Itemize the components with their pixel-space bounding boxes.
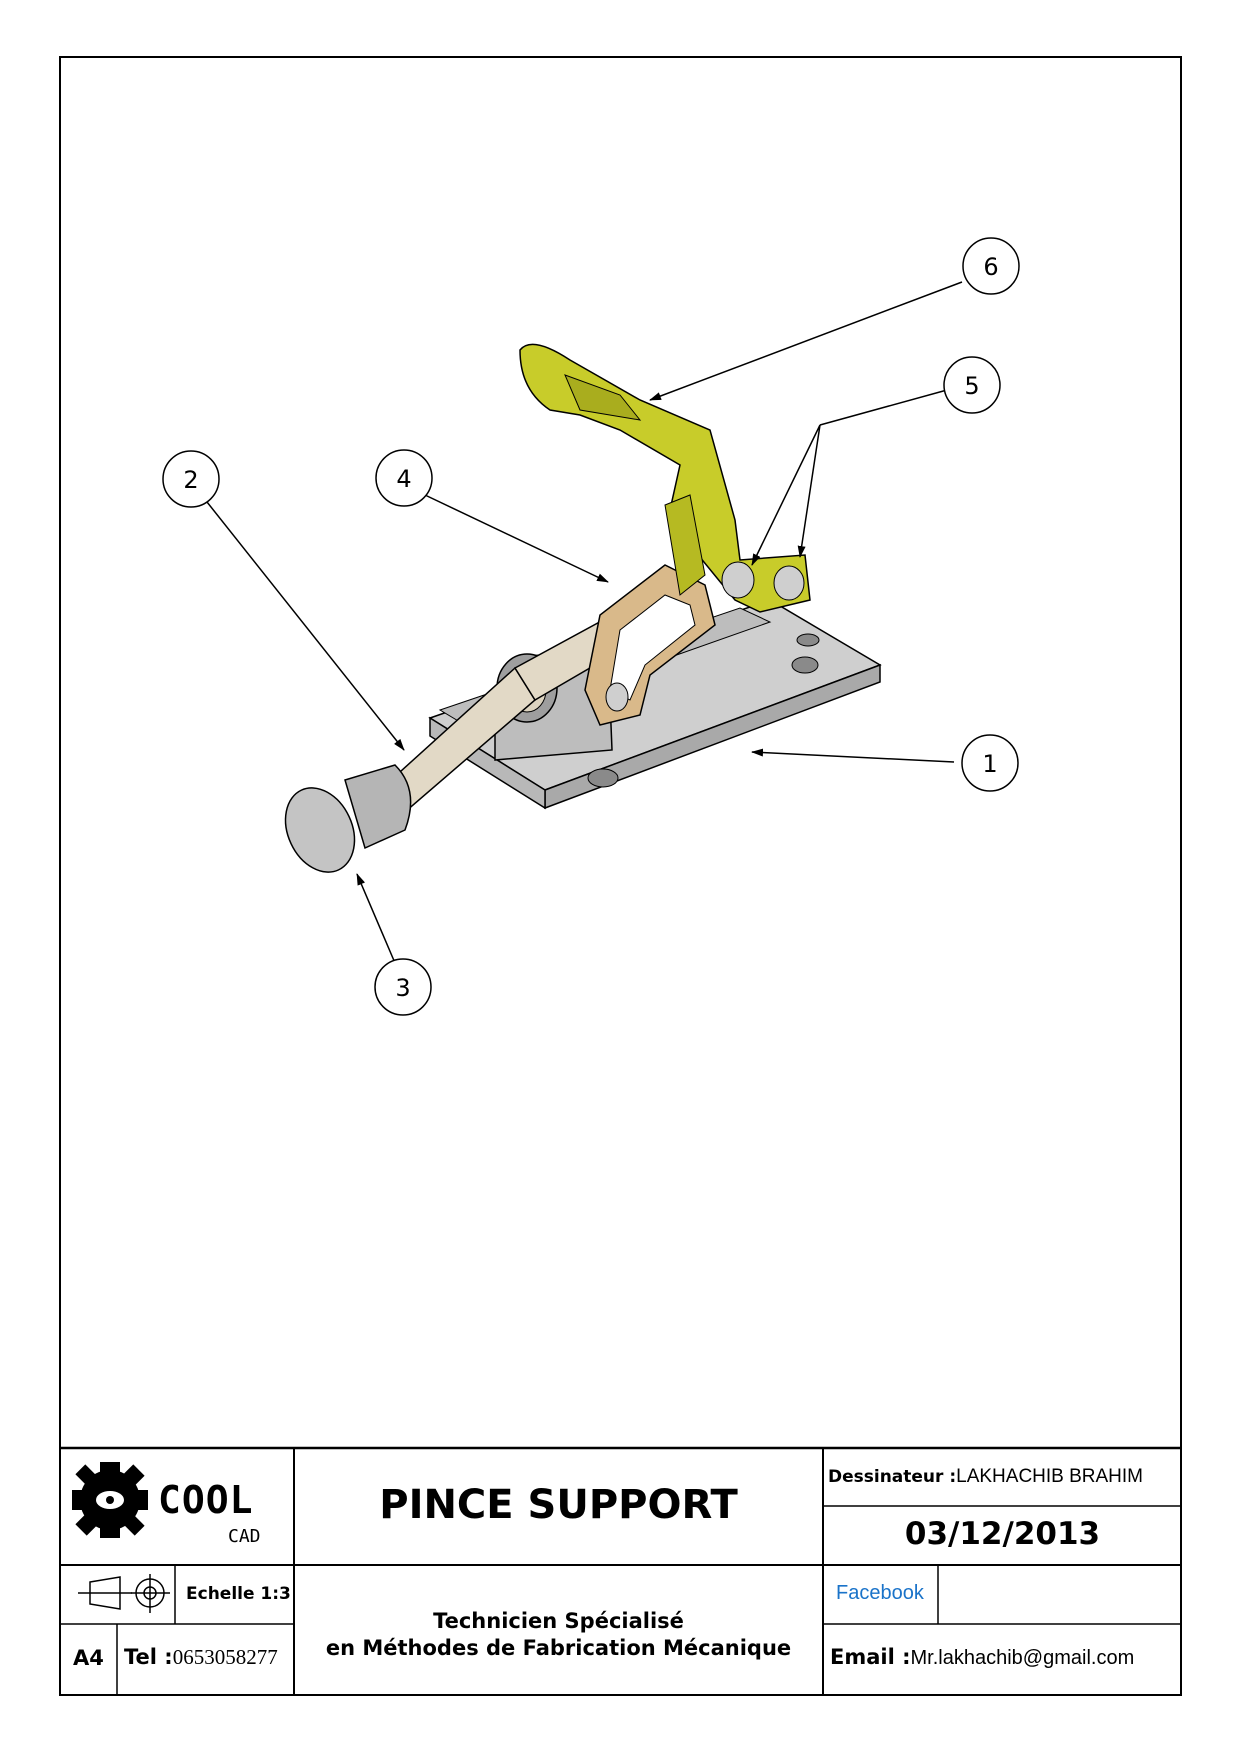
title-block-grid [59, 1446, 1182, 1696]
balloon-4-label: 4 [396, 465, 411, 493]
gear-logo-icon [72, 1462, 148, 1538]
balloon-2: 2 [162, 450, 220, 508]
logo-sub: CAD [228, 1526, 261, 1547]
balloon-6-label: 6 [983, 253, 998, 281]
balloon-6: 6 [962, 237, 1020, 295]
tel-label: Tel : [124, 1645, 173, 1669]
balloon-5-label: 5 [964, 372, 979, 400]
handle-lever [519, 343, 811, 613]
logo-word: COOL [158, 1478, 254, 1522]
email: Email :Mr.lakhachib@gmail.com [830, 1645, 1134, 1670]
telephone: Tel :0653058277 [124, 1645, 278, 1670]
tel-value: 0653058277 [172, 1645, 278, 1669]
subtitle-line-1: Technicien Spécialisé [433, 1609, 684, 1633]
drawing-date: 03/12/2013 [904, 1516, 1101, 1552]
link-arm [584, 564, 716, 726]
scale-label: Echelle 1:3 [186, 1584, 291, 1604]
drafter-name: LAKHACHIB BRAHIM [956, 1466, 1144, 1487]
knob [284, 764, 412, 873]
balloon-5: 5 [943, 356, 1001, 414]
drawing-subtitle: Technicien Spécialisé en Méthodes de Fab… [294, 1608, 823, 1662]
sheet-format: A4 [73, 1646, 104, 1670]
logo-word-text: OOL [181, 1478, 254, 1522]
balloon-1: 1 [961, 734, 1019, 792]
logo-prefix: C [158, 1478, 182, 1522]
drafter: Dessinateur :LAKHACHIB BRAHIM [828, 1466, 1143, 1488]
leader-lines [206, 281, 963, 964]
balloon-2-label: 2 [183, 466, 198, 494]
subtitle-line-2: en Méthodes de Fabrication Mécanique [325, 1636, 792, 1660]
drawing-frame [59, 56, 1182, 1696]
balloon-3: 3 [374, 958, 432, 1016]
email-value[interactable]: Mr.lakhachib@gmail.com [910, 1647, 1135, 1669]
balloon-3-label: 3 [395, 974, 410, 1002]
facebook-link[interactable]: Facebook [836, 1582, 924, 1604]
email-label: Email : [830, 1645, 911, 1669]
projection-symbol-icon [78, 1574, 170, 1613]
drafter-label: Dessinateur : [828, 1467, 957, 1487]
drawing-title: PINCE SUPPORT [379, 1482, 738, 1528]
balloon-4: 4 [375, 449, 433, 507]
balloon-1-label: 1 [982, 750, 997, 778]
